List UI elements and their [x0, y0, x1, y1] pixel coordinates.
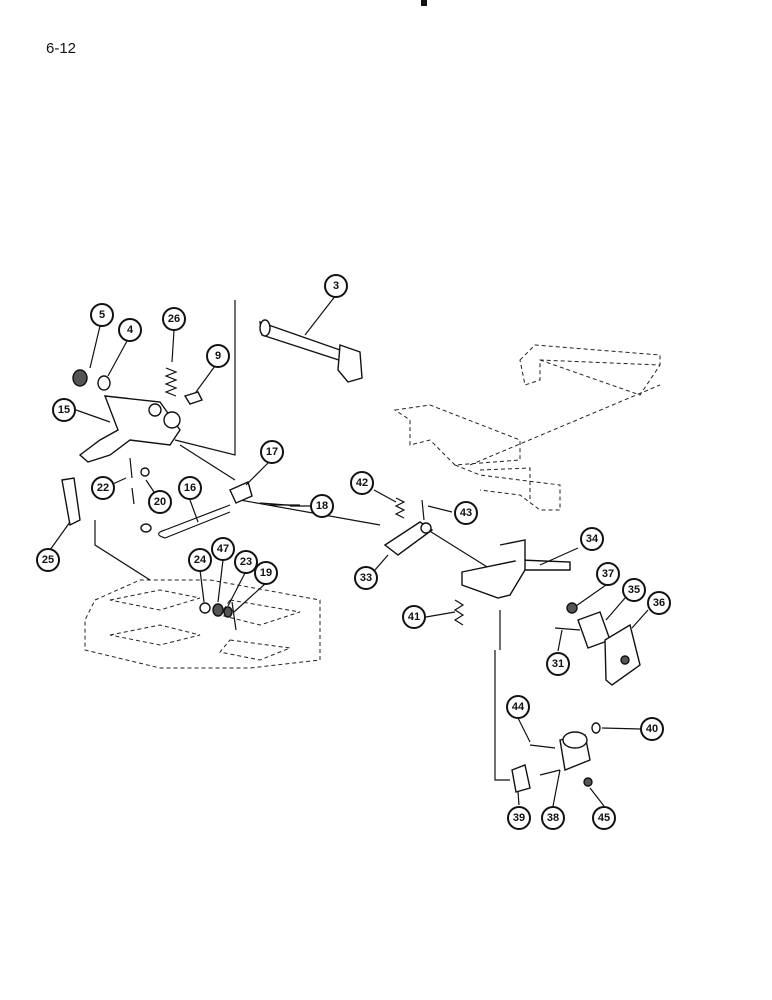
callout-38: 38 — [541, 806, 565, 830]
callout-43: 43 — [454, 501, 478, 525]
svg-text:43: 43 — [460, 507, 472, 519]
svg-text:16: 16 — [184, 482, 196, 494]
svg-text:42: 42 — [356, 477, 368, 489]
callout-25: 25 — [36, 548, 60, 572]
svg-text:23: 23 — [240, 556, 252, 568]
callout-9: 9 — [206, 344, 230, 368]
callout-31: 31 — [546, 652, 570, 676]
callout-41: 41 — [402, 605, 426, 629]
callout-34: 34 — [580, 527, 604, 551]
svg-text:25: 25 — [42, 554, 54, 566]
callout-3: 3 — [324, 274, 348, 298]
svg-text:24: 24 — [194, 554, 207, 566]
svg-text:19: 19 — [260, 567, 272, 579]
callout-17: 17 — [260, 440, 284, 464]
page-number: 6-12 — [46, 40, 77, 57]
svg-text:41: 41 — [408, 611, 420, 623]
callout-15: 15 — [52, 398, 76, 422]
svg-text:3: 3 — [333, 280, 339, 292]
callout-23: 23 — [234, 550, 258, 574]
svg-text:5: 5 — [99, 309, 105, 321]
callout-4: 4 — [118, 318, 142, 342]
svg-text:45: 45 — [598, 812, 610, 824]
callout-40: 40 — [640, 717, 664, 741]
callout-45: 45 — [592, 806, 616, 830]
callout-47: 47 — [211, 537, 235, 561]
callout-18: 18 — [310, 494, 334, 518]
callout-36: 36 — [647, 591, 671, 615]
parts — [61, 319, 641, 793]
svg-text:39: 39 — [513, 812, 525, 824]
callout-5: 5 — [90, 303, 114, 327]
svg-text:9: 9 — [215, 350, 221, 362]
svg-text:22: 22 — [97, 482, 109, 494]
callout-16: 16 — [178, 476, 202, 500]
callout-33: 33 — [354, 566, 378, 590]
svg-text:20: 20 — [154, 496, 166, 508]
leader-lines — [49, 294, 649, 807]
svg-text:33: 33 — [360, 572, 372, 584]
callout-22: 22 — [91, 476, 115, 500]
frame-outline — [84, 300, 661, 781]
svg-text:31: 31 — [552, 658, 564, 670]
svg-text:47: 47 — [217, 543, 229, 555]
callout-42: 42 — [350, 471, 374, 495]
svg-text:40: 40 — [646, 723, 658, 735]
svg-text:37: 37 — [602, 568, 614, 580]
callout-19: 19 — [254, 561, 278, 585]
svg-text:38: 38 — [547, 812, 559, 824]
callout-44: 44 — [506, 695, 530, 719]
callout-37: 37 — [596, 562, 620, 586]
svg-text:17: 17 — [266, 446, 278, 458]
callout-24: 24 — [188, 548, 212, 572]
svg-text:35: 35 — [628, 584, 640, 596]
svg-text:15: 15 — [58, 404, 70, 416]
header-mark — [421, 0, 427, 6]
callout-39: 39 — [507, 806, 531, 830]
callout-35: 35 — [622, 578, 646, 602]
svg-text:44: 44 — [512, 701, 525, 713]
callout-20: 20 — [148, 490, 172, 514]
callout-26: 26 — [162, 307, 186, 331]
svg-text:34: 34 — [586, 533, 599, 545]
svg-text:36: 36 — [653, 597, 665, 609]
svg-text:4: 4 — [127, 324, 134, 336]
svg-text:18: 18 — [316, 500, 328, 512]
svg-text:26: 26 — [168, 313, 180, 325]
